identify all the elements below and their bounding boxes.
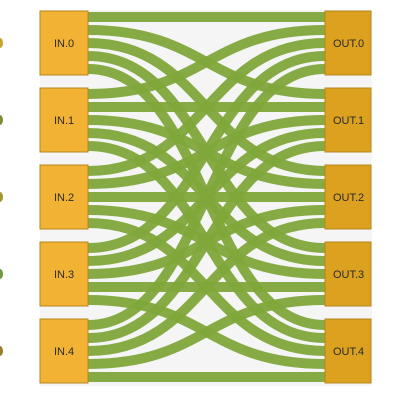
link-in4-out2 — [87, 218, 326, 356]
output-node-box-4 — [324, 318, 372, 384]
output-node-4[interactable]: OUT.4 — [324, 318, 372, 384]
input-node-label-3: IN.3 — [54, 269, 74, 281]
input-node-box-1 — [39, 87, 89, 153]
output-node-label-1: OUT.1 — [333, 115, 364, 127]
output-node-0[interactable]: OUT.0 — [324, 10, 372, 76]
link-in3-out0 — [87, 51, 326, 253]
input-node-label-4: IN.4 — [54, 346, 74, 358]
link-in4-out0 — [87, 64, 326, 330]
link-in4-out1 — [87, 141, 326, 343]
output-node-box-2 — [324, 164, 372, 230]
input-node-2[interactable]: IN.2 — [39, 164, 89, 230]
output-node-1[interactable]: OUT.1 — [324, 87, 372, 153]
output-node-label-0: OUT.0 — [333, 38, 364, 50]
input-node-4[interactable]: IN.4 — [39, 318, 89, 384]
left-edge-dot-1 — [0, 115, 3, 125]
output-node-label-4: OUT.4 — [333, 346, 364, 358]
left-edge-dot-2 — [0, 192, 3, 202]
input-node-label-0: IN.0 — [54, 38, 74, 50]
input-node-label-1: IN.1 — [54, 115, 74, 127]
input-node-box-0 — [39, 10, 89, 76]
link-in1-out0 — [87, 25, 326, 99]
output-node-label-3: OUT.3 — [333, 269, 364, 281]
link-in4-out3 — [87, 295, 326, 369]
nodes-group: IN.0IN.1IN.2IN.3IN.4 OUT.0OUT.1OUT.2OUT.3… — [39, 10, 372, 384]
output-node-label-2: OUT.2 — [333, 192, 364, 204]
output-node-box-1 — [324, 87, 372, 153]
link-in2-out0 — [87, 38, 326, 176]
input-node-0[interactable]: IN.0 — [39, 10, 89, 76]
input-node-3[interactable]: IN.3 — [39, 241, 89, 307]
output-node-3[interactable]: OUT.3 — [324, 241, 372, 307]
input-node-box-2 — [39, 164, 89, 230]
left-edge-dot-0 — [0, 38, 3, 48]
output-node-box-0 — [324, 10, 372, 76]
links-group — [87, 12, 326, 382]
output-node-box-3 — [324, 241, 372, 307]
output-node-2[interactable]: OUT.2 — [324, 164, 372, 230]
input-node-label-2: IN.2 — [54, 192, 74, 204]
input-node-box-4 — [39, 318, 89, 384]
input-node-box-3 — [39, 241, 89, 307]
left-edge-dot-3 — [0, 269, 3, 279]
left-edge-dot-4 — [0, 346, 3, 356]
left-dots-group — [0, 38, 3, 356]
input-node-1[interactable]: IN.1 — [39, 87, 89, 153]
